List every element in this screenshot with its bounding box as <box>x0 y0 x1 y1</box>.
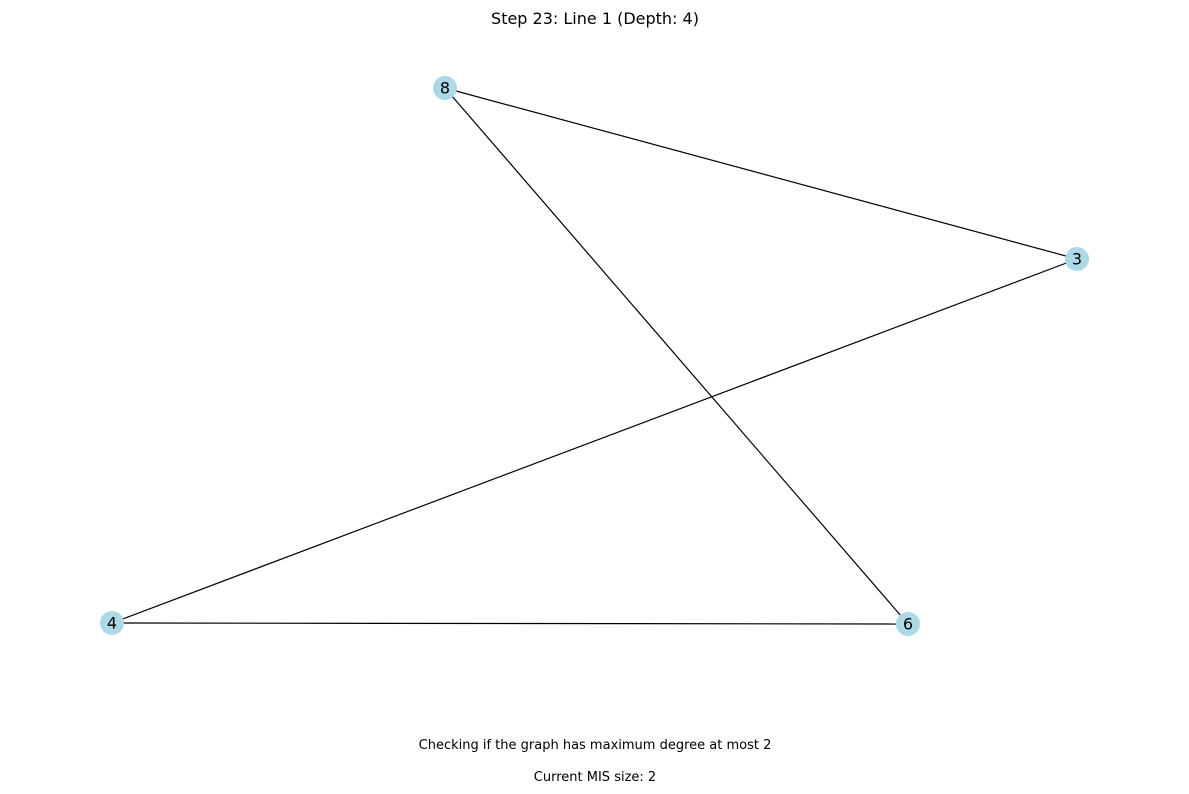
node-label-8: 8 <box>440 79 450 98</box>
node-circle-6 <box>896 612 920 636</box>
node-label-6: 6 <box>903 615 913 634</box>
node-3: 3 <box>1065 247 1089 271</box>
node-label-4: 4 <box>107 614 117 633</box>
node-circle-3 <box>1065 247 1089 271</box>
node-8: 8 <box>433 76 457 100</box>
edge-8-6 <box>444 87 909 625</box>
nodes-layer: 8 3 4 6 <box>100 76 1089 636</box>
node-circle-8 <box>433 76 457 100</box>
figure-title: Step 23: Line 1 (Depth: 4) <box>491 9 699 28</box>
node-6: 6 <box>896 612 920 636</box>
node-label-3: 3 <box>1072 250 1082 269</box>
edge-8-3 <box>444 87 1078 260</box>
node-4: 4 <box>100 611 124 635</box>
mis-size-text: Current MIS size: 2 <box>534 770 656 785</box>
node-circle-4 <box>100 611 124 635</box>
edge-3-4 <box>111 258 1078 624</box>
edge-4-6 <box>111 622 909 625</box>
status-message: Checking if the graph has maximum degree… <box>419 738 772 753</box>
edges-layer <box>111 87 1078 625</box>
